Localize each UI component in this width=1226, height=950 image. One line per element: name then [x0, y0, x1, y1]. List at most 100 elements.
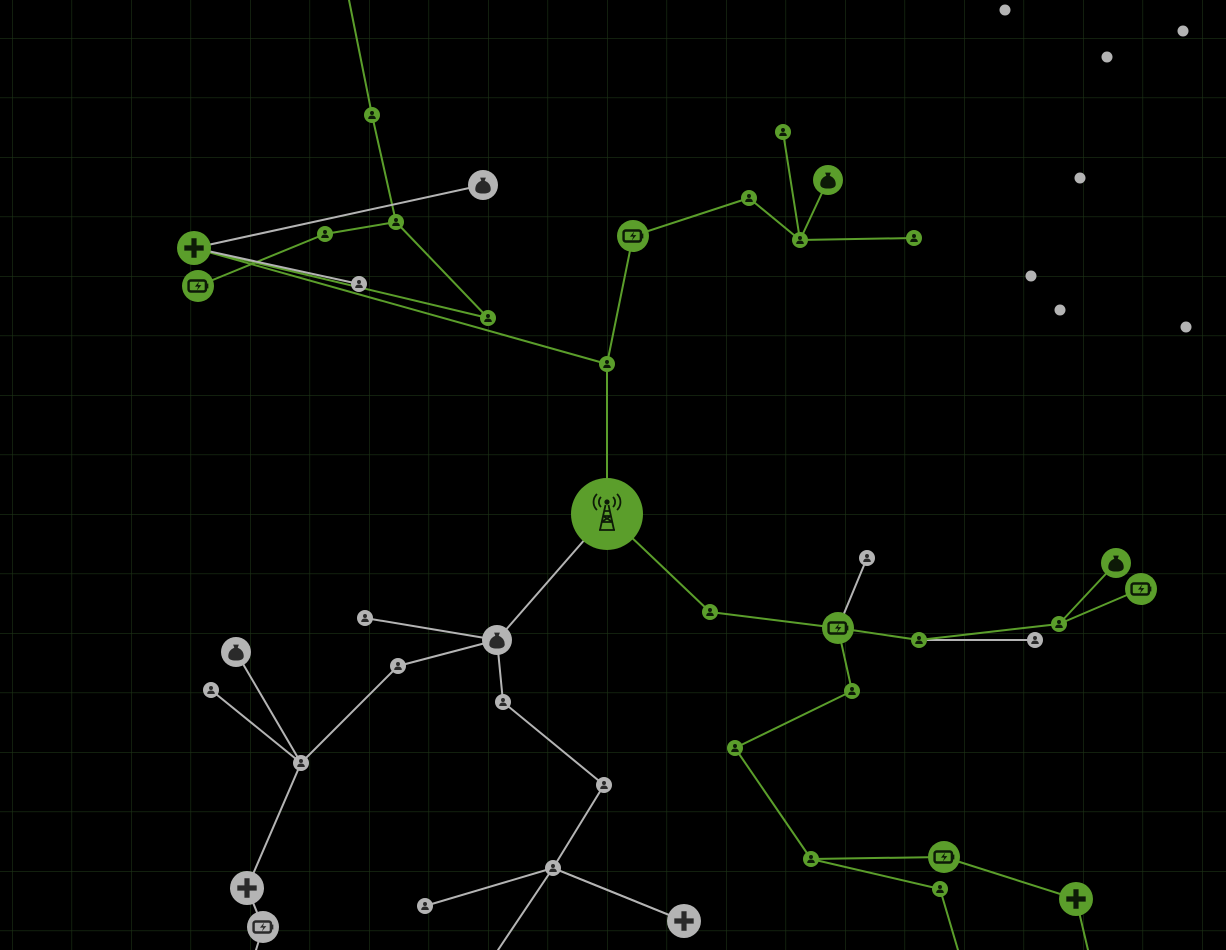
network-node[interactable]	[417, 898, 433, 914]
medic-icon	[237, 878, 257, 898]
network-link	[397, 639, 498, 667]
network-link	[782, 131, 801, 241]
network-node[interactable]	[221, 637, 251, 667]
network-node[interactable]	[599, 356, 615, 372]
user-icon	[297, 759, 305, 767]
network-hub[interactable]	[571, 478, 643, 550]
network-link	[709, 611, 839, 629]
network-link	[193, 247, 608, 365]
bag-icon	[1108, 555, 1124, 572]
network-node[interactable]	[1051, 616, 1067, 632]
network-node[interactable]	[482, 625, 512, 655]
user-icon	[915, 636, 923, 644]
unconnected-node[interactable]	[1101, 51, 1113, 63]
bag-icon	[489, 632, 505, 649]
user-icon	[1055, 620, 1063, 628]
network-link	[799, 237, 915, 241]
user-icon	[392, 218, 400, 226]
network-node[interactable]	[911, 632, 927, 648]
network-node[interactable]	[1125, 573, 1157, 605]
network-node[interactable]	[1059, 882, 1093, 916]
network-node[interactable]	[390, 658, 406, 674]
network-node[interactable]	[792, 232, 808, 248]
network-node[interactable]	[859, 550, 875, 566]
network-link	[502, 701, 605, 786]
medic-icon	[1066, 889, 1086, 909]
network-link	[395, 221, 489, 319]
network-link	[246, 762, 302, 889]
user-icon	[484, 314, 492, 322]
network-node[interactable]	[182, 270, 214, 302]
unconnected-node[interactable]	[999, 4, 1011, 16]
unconnected-node[interactable]	[1180, 321, 1192, 333]
network-link	[552, 867, 685, 922]
network-node[interactable]	[177, 231, 211, 265]
network-node[interactable]	[667, 904, 701, 938]
network-node[interactable]	[357, 610, 373, 626]
network-link	[734, 690, 853, 749]
network-node[interactable]	[1101, 548, 1131, 578]
network-node[interactable]	[906, 230, 922, 246]
network-node[interactable]	[822, 612, 854, 644]
node-disc	[571, 478, 643, 550]
user-icon	[807, 855, 815, 863]
network-node[interactable]	[545, 860, 561, 876]
network-node[interactable]	[803, 851, 819, 867]
nodes-layer	[177, 107, 1157, 943]
tower-icon	[592, 493, 622, 531]
network-node[interactable]	[727, 740, 743, 756]
battery-icon	[1130, 582, 1152, 596]
unconnected-node[interactable]	[1054, 304, 1066, 316]
network-node[interactable]	[203, 682, 219, 698]
network-link	[606, 235, 634, 365]
network-node[interactable]	[480, 310, 496, 326]
unconnected-node[interactable]	[1025, 270, 1037, 282]
battery-icon	[187, 279, 209, 293]
network-node[interactable]	[928, 841, 960, 873]
user-icon	[745, 194, 753, 202]
user-icon	[863, 554, 871, 562]
user-icon	[207, 686, 215, 694]
unconnected-node[interactable]	[1177, 25, 1189, 37]
medic-icon	[674, 911, 694, 931]
network-node[interactable]	[230, 871, 264, 905]
network-node[interactable]	[844, 683, 860, 699]
network-node[interactable]	[317, 226, 333, 242]
network-node[interactable]	[741, 190, 757, 206]
network-node[interactable]	[596, 777, 612, 793]
network-link	[235, 651, 302, 764]
network-node[interactable]	[388, 214, 404, 230]
network-link	[939, 888, 959, 950]
network-link	[748, 197, 801, 241]
user-icon	[603, 360, 611, 368]
unconnected-node[interactable]	[1074, 172, 1086, 184]
bag-icon	[820, 172, 836, 189]
network-node[interactable]	[293, 755, 309, 771]
user-icon	[361, 614, 369, 622]
network-node[interactable]	[813, 165, 843, 195]
network-node[interactable]	[351, 276, 367, 292]
network-node[interactable]	[1027, 632, 1043, 648]
network-link	[497, 867, 554, 950]
battery-icon	[827, 621, 849, 635]
network-node[interactable]	[617, 220, 649, 252]
network-node[interactable]	[495, 694, 511, 710]
battery-icon	[933, 850, 955, 864]
network-node[interactable]	[468, 170, 498, 200]
network-link	[734, 747, 812, 860]
network-link	[193, 247, 360, 285]
user-icon	[706, 608, 714, 616]
battery-icon	[252, 920, 274, 934]
user-icon	[779, 128, 787, 136]
network-link	[918, 623, 1060, 641]
network-node[interactable]	[364, 107, 380, 123]
user-icon	[796, 236, 804, 244]
network-node[interactable]	[775, 124, 791, 140]
network-node[interactable]	[702, 604, 718, 620]
bag-icon	[475, 177, 491, 194]
user-icon	[355, 280, 363, 288]
network-node[interactable]	[932, 881, 948, 897]
network-node[interactable]	[247, 911, 279, 943]
